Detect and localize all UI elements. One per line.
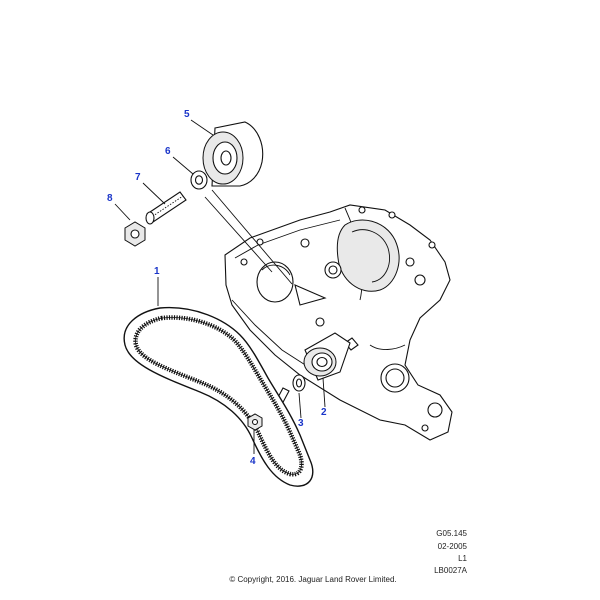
hex-nut xyxy=(124,221,146,247)
bolt xyxy=(145,191,187,225)
diagram-date: 02-2005 xyxy=(437,542,467,551)
callout-7[interactable]: 7 xyxy=(135,172,141,183)
callout-1[interactable]: 1 xyxy=(154,266,160,277)
callout-5[interactable]: 5 xyxy=(184,109,190,120)
idler-pulley xyxy=(202,121,264,187)
callout-3[interactable]: 3 xyxy=(298,418,304,429)
washer xyxy=(292,374,306,392)
spacer-washer xyxy=(190,170,208,190)
diagram-ref: G05.145 xyxy=(436,529,467,538)
callout-6[interactable]: 6 xyxy=(165,146,171,157)
callout-8[interactable]: 8 xyxy=(107,193,113,204)
timing-belt xyxy=(123,306,314,487)
diagram-level: L1 xyxy=(458,554,467,563)
callout-2[interactable]: 2 xyxy=(321,407,327,418)
timing-cover xyxy=(224,204,453,441)
callout-4[interactable]: 4 xyxy=(250,456,256,467)
assembly-lines xyxy=(204,189,293,285)
tensioner-pulley xyxy=(303,332,351,381)
nut xyxy=(247,413,263,431)
leader-lines xyxy=(114,119,326,454)
illustration-code: LB0027A xyxy=(434,566,467,575)
copyright-notice: © Copyright, 2016. Jaguar Land Rover Lim… xyxy=(229,575,397,584)
